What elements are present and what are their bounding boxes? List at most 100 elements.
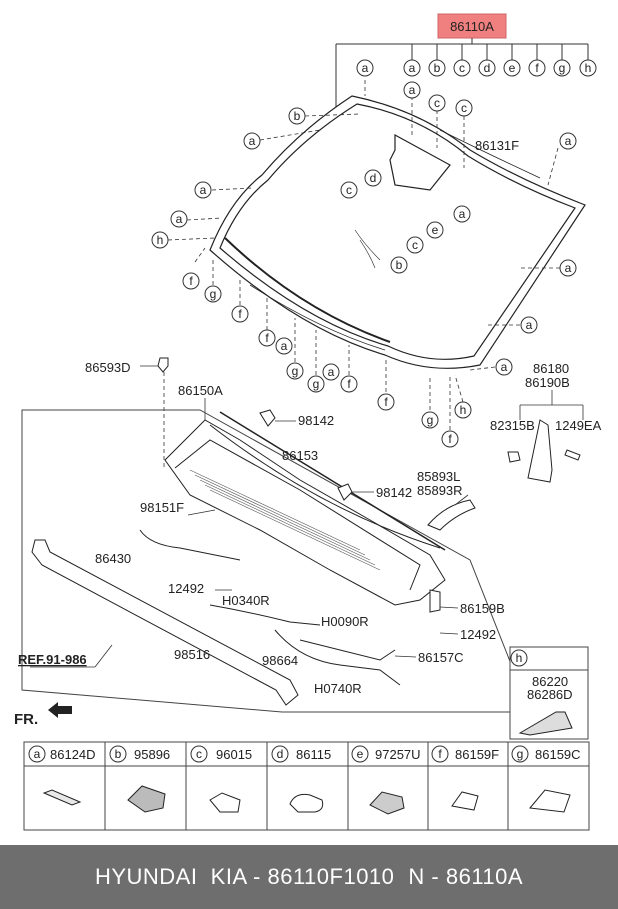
legend-item: g 86159C [511, 745, 581, 813]
callout-h-icon: h [151, 231, 169, 249]
svg-text:g: g [427, 413, 434, 427]
svg-text:d: d [370, 171, 377, 185]
svg-text:b: b [294, 109, 301, 123]
part-86115-icon [289, 793, 324, 813]
callout-e-icon: e [426, 221, 444, 239]
top-callouts: a b c d e f g h [403, 59, 597, 77]
footer-banner: HYUNDAI KIA - 86110F1010 N - 86110A [0, 845, 618, 909]
svg-text:a: a [409, 61, 416, 75]
weatherstrip-86430[interactable] [31, 539, 299, 706]
part-label-86150A: 86150A [178, 383, 223, 398]
callout-a-icon: a [243, 132, 261, 150]
cowl-leaders [30, 390, 584, 668]
hose-86157c [299, 639, 396, 661]
svg-text:a: a [409, 83, 416, 97]
callout-f-icon: f [340, 375, 358, 393]
svg-text:f: f [189, 274, 193, 288]
callout-a-icon: a [194, 181, 212, 199]
callout-c-icon: c [340, 181, 358, 199]
svg-text:a: a [501, 360, 508, 374]
callout-f-icon: f [441, 430, 459, 448]
svg-text:g: g [517, 747, 524, 761]
svg-text:f: f [448, 432, 452, 446]
svg-text:96015: 96015 [216, 747, 252, 762]
svg-text:h: h [585, 61, 592, 75]
callout-h-icon: h [579, 59, 597, 77]
callout-bracket [335, 38, 589, 110]
svg-text:c: c [459, 61, 465, 75]
callout-a-icon: a [403, 81, 421, 99]
svg-text:c: c [412, 238, 418, 252]
callout-f-icon: f [377, 393, 395, 411]
front-direction-label: FR. [14, 711, 38, 728]
hose-98151f [139, 529, 241, 561]
legend-item: e 97257U [351, 745, 421, 815]
callout-c-icon: c [453, 59, 471, 77]
callout-g-icon: g [286, 362, 304, 380]
svg-text:b: b [115, 747, 122, 761]
part-label-86593D: 86593D [85, 360, 131, 375]
windshield-glass[interactable] [209, 95, 586, 369]
callout-f-icon: f [258, 329, 276, 347]
part-label-12492: 12492 [168, 581, 204, 596]
svg-text:e: e [509, 61, 516, 75]
svg-text:b: b [434, 61, 441, 75]
svg-text:h: h [460, 403, 467, 417]
callout-a-icon: a [403, 59, 421, 77]
svg-text:f: f [238, 307, 242, 321]
svg-text:g: g [313, 377, 320, 391]
legend-table: a 86124D b 95896 c 96015 d 86115 e 97257… [23, 741, 590, 831]
svg-text:c: c [434, 96, 440, 110]
windshield-callouts: a b a a a h a c c a d c a e c b a a a f … [151, 59, 577, 448]
part-97257U-icon [369, 791, 405, 815]
legend-item: b 95896 [109, 745, 170, 813]
main-part-label: 86110A [450, 19, 494, 34]
svg-text:g: g [559, 61, 566, 75]
svg-text:g: g [292, 364, 299, 378]
callout-f-icon: f [182, 272, 200, 290]
svg-text:95896: 95896 [134, 747, 170, 762]
main-part-box[interactable] [437, 13, 507, 39]
svg-text:86159F: 86159F [455, 747, 499, 762]
svg-text:d: d [277, 747, 284, 761]
callout-c-icon: c [428, 94, 446, 112]
callout-d-icon: d [478, 59, 496, 77]
callout-c-icon: c [455, 99, 473, 117]
svg-text:h: h [157, 233, 164, 247]
svg-text:97257U: 97257U [375, 747, 421, 762]
part-label-82315B: 82315B [490, 418, 535, 433]
part-label-86153: 86153 [282, 448, 318, 463]
svg-text:f: f [265, 331, 269, 345]
bracket-86159b-icon [429, 589, 441, 613]
callout-f-icon: f [528, 59, 546, 77]
legend-item: f 86159F [431, 745, 499, 811]
svg-text:c: c [461, 101, 467, 115]
part-label-86430: 86430 [95, 551, 131, 566]
screw-1249EA-icon [564, 449, 581, 461]
callout-b-icon: b [428, 59, 446, 77]
callout-a-icon: a [356, 59, 374, 77]
svg-text:86159C: 86159C [535, 747, 581, 762]
callout-a-icon: a [275, 337, 293, 355]
part-label-86190B: 86190B [525, 375, 570, 390]
svg-text:f: f [384, 395, 388, 409]
part-label-98664: 98664 [262, 653, 298, 668]
cowl-panel[interactable] [164, 411, 446, 606]
svg-text:c: c [196, 747, 202, 761]
callout-c-icon: c [406, 236, 424, 254]
svg-text:86124D: 86124D [50, 747, 96, 762]
svg-text:a: a [459, 207, 466, 221]
bracket-86180-icon [527, 419, 553, 483]
svg-text:a: a [281, 339, 288, 353]
part-96015-icon [209, 792, 241, 813]
svg-text:h: h [516, 651, 523, 665]
screw-98142-icon [259, 409, 276, 427]
svg-text:e: e [357, 747, 364, 761]
callout-a-icon: a [170, 210, 188, 228]
part-label-85893R: 85893R [417, 483, 463, 498]
footer-brand-part: HYUNDAI KIA - 86110F1010 [94, 864, 395, 889]
svg-text:a: a [34, 747, 41, 761]
svg-text:c: c [346, 183, 352, 197]
part-86124D-icon [42, 789, 82, 806]
bracket-85893-icon [427, 499, 476, 531]
